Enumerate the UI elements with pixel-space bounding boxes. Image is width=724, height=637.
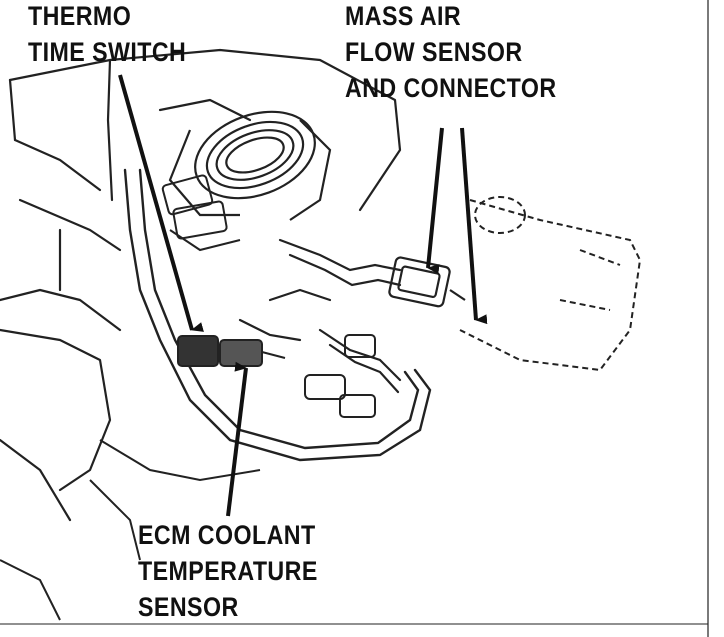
wiring-harness <box>238 238 402 394</box>
thermo-time-switch-label: THERMO TIME SWITCH <box>28 0 186 70</box>
thermo-arrow <box>118 74 204 332</box>
mass-air-flow-sensor-label: MASS AIR FLOW SENSOR AND CONNECTOR <box>345 0 557 106</box>
ecm-coolant-sensor-part <box>177 335 286 367</box>
callout-arrows <box>118 74 488 517</box>
lower-engine-lines <box>0 439 261 621</box>
harness-connectors <box>304 334 376 418</box>
maf-label-line-2: FLOW SENSOR <box>345 37 523 67</box>
thermo-time-switch-part <box>161 174 241 252</box>
thermo-label-line-1: THERMO <box>28 1 132 31</box>
ecm-label-line-2: TEMPERATURE <box>138 556 318 586</box>
maf-connector <box>388 256 466 308</box>
ecm-arrow <box>226 361 248 517</box>
maf-label-line-1: MASS AIR <box>345 1 462 31</box>
maf-arrow-sensor <box>460 127 488 325</box>
thermo-label-line-2: TIME SWITCH <box>28 37 187 67</box>
ecm-label-line-3: SENSOR <box>138 592 239 622</box>
ecm-coolant-temperature-sensor-label: ECM COOLANT TEMPERATURE SENSOR <box>138 517 318 625</box>
engine-block <box>0 48 402 522</box>
maf-sensor-tube <box>459 196 642 372</box>
maf-label-line-3: AND CONNECTOR <box>345 73 557 103</box>
maf-arrow-connector <box>426 127 444 275</box>
ecm-label-line-1: ECM COOLANT <box>138 520 316 550</box>
throttle-body <box>168 110 332 221</box>
